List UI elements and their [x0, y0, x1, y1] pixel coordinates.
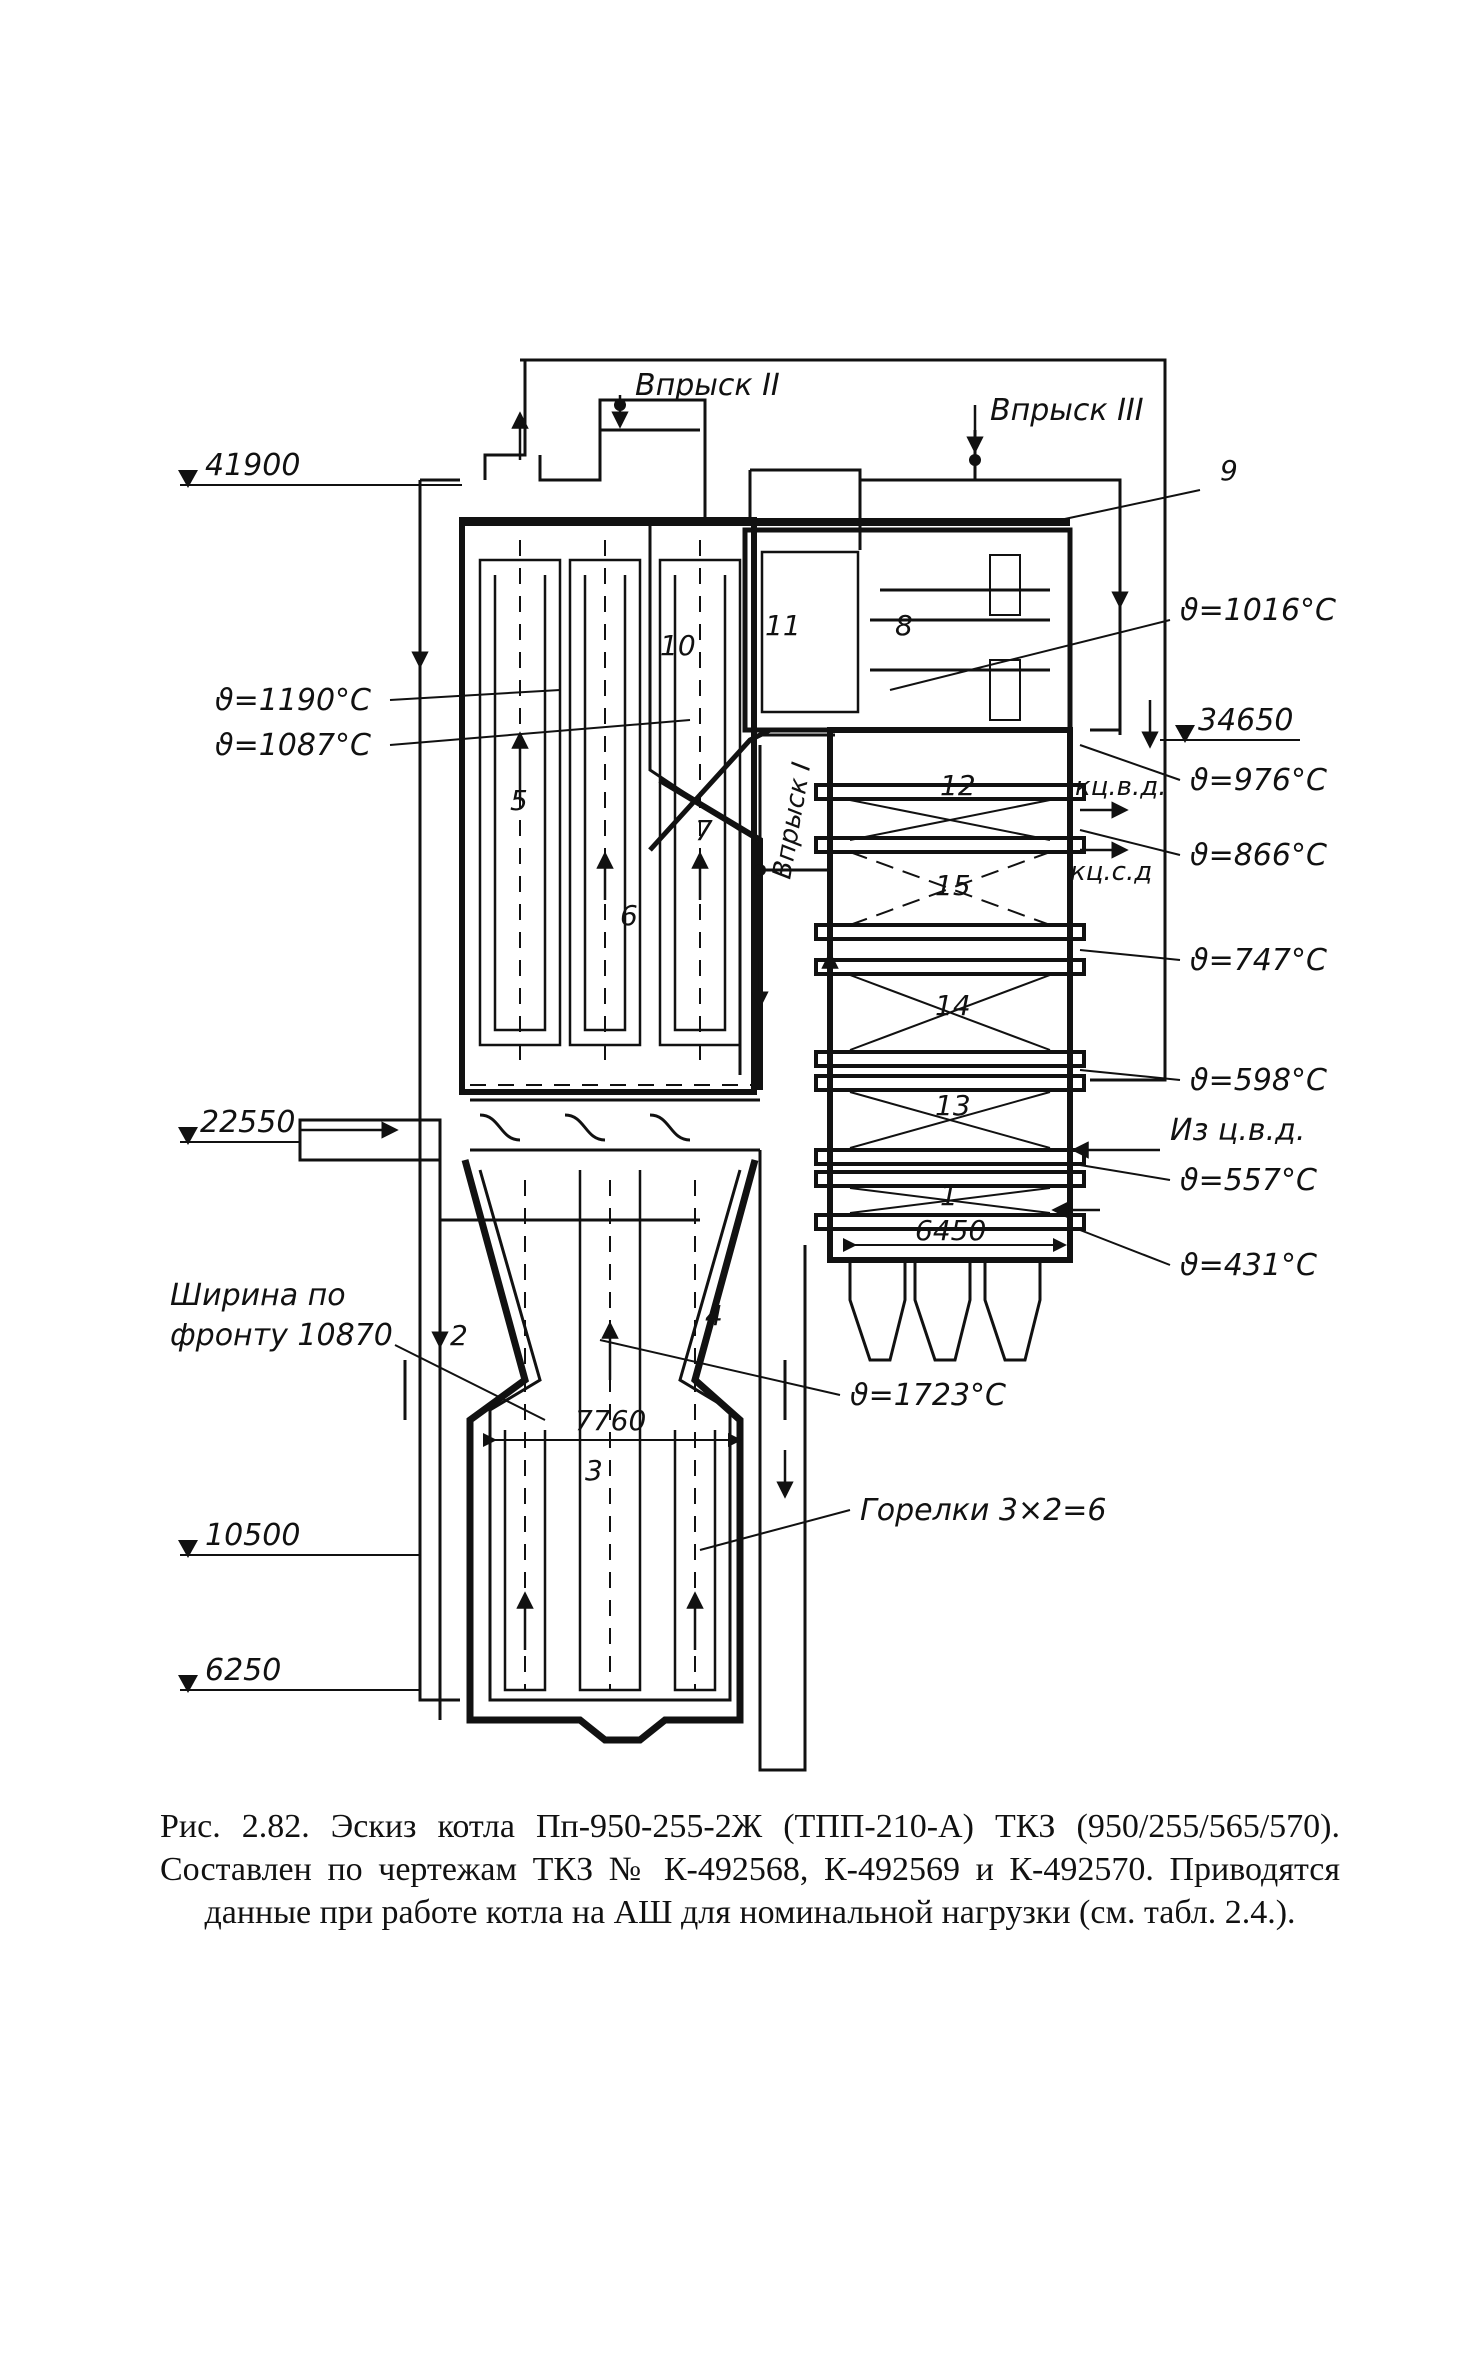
label-burners: Горелки 3×2=6: [860, 1493, 1106, 1528]
injection-iii-label: Впрыск III: [990, 393, 1144, 428]
pos-5: 5: [510, 784, 528, 817]
temp-598: ϑ=598°C: [1190, 1063, 1327, 1098]
elevation-41900: 41900: [205, 448, 300, 483]
pos-3: 3: [585, 1454, 603, 1487]
injection-i-label: Впрыск I: [767, 760, 817, 881]
figure-caption-text: Рис. 2.82. Эскиз котла Пп-950-255-2Ж (ТП…: [160, 1808, 1340, 1931]
label-kcsd: кц.с.д: [1070, 857, 1152, 887]
temp-1723: ϑ=1723°C: [850, 1378, 1006, 1413]
pos-15: 15: [935, 869, 971, 902]
label-width-line1: Ширина по: [170, 1278, 346, 1313]
pos-6: 6: [620, 899, 638, 932]
temp-431: ϑ=431°C: [1180, 1248, 1317, 1283]
temp-1087: ϑ=1087°C: [215, 728, 371, 763]
label-from-hpc: Из ц.в.д.: [1170, 1113, 1305, 1148]
dim-6450: 6450: [915, 1214, 986, 1247]
pos-4: 4: [705, 1299, 723, 1332]
temp-1190: ϑ=1190°C: [215, 683, 371, 718]
injection-ii-label: Впрыск II: [635, 368, 780, 403]
pos-1: 1: [940, 1179, 958, 1212]
temp-557: ϑ=557°C: [1180, 1163, 1317, 1198]
upper-left-shaft: [459, 517, 757, 1095]
elevation-lines: [180, 484, 1300, 1691]
elevation-10500: 10500: [205, 1518, 300, 1553]
dim-7760: 7760: [575, 1404, 646, 1437]
pos-11: 11: [765, 609, 801, 642]
elevation-markers: [178, 470, 1195, 1693]
pos-9: 9: [1220, 454, 1238, 487]
tube-banks: [814, 783, 1086, 1231]
figure-caption: Рис. 2.82. Эскиз котла Пп-950-255-2Ж (ТП…: [160, 1805, 1340, 1934]
temp-1016: ϑ=1016°C: [1180, 593, 1336, 628]
lower-furnace: [461, 1159, 759, 1744]
pos-10: 10: [660, 629, 696, 662]
elevation-22550: 22550: [200, 1105, 295, 1140]
label-width-line2: фронту 10870: [170, 1318, 393, 1353]
elevation-34650: 34650: [1198, 703, 1293, 738]
pos-8: 8: [895, 609, 913, 642]
temp-976: ϑ=976°C: [1190, 763, 1327, 798]
label-kcvd: кц.в.д.: [1075, 772, 1167, 802]
temp-747: ϑ=747°C: [1190, 943, 1327, 978]
pos-13: 13: [935, 1089, 971, 1122]
ash-hoppers: [848, 1260, 1042, 1362]
pos-14: 14: [935, 989, 971, 1022]
pos-7: 7: [695, 814, 713, 847]
pos-12: 12: [940, 769, 976, 802]
elevation-6250: 6250: [205, 1653, 281, 1688]
temp-866: ϑ=866°C: [1190, 838, 1327, 873]
pos-2: 2: [450, 1319, 468, 1352]
